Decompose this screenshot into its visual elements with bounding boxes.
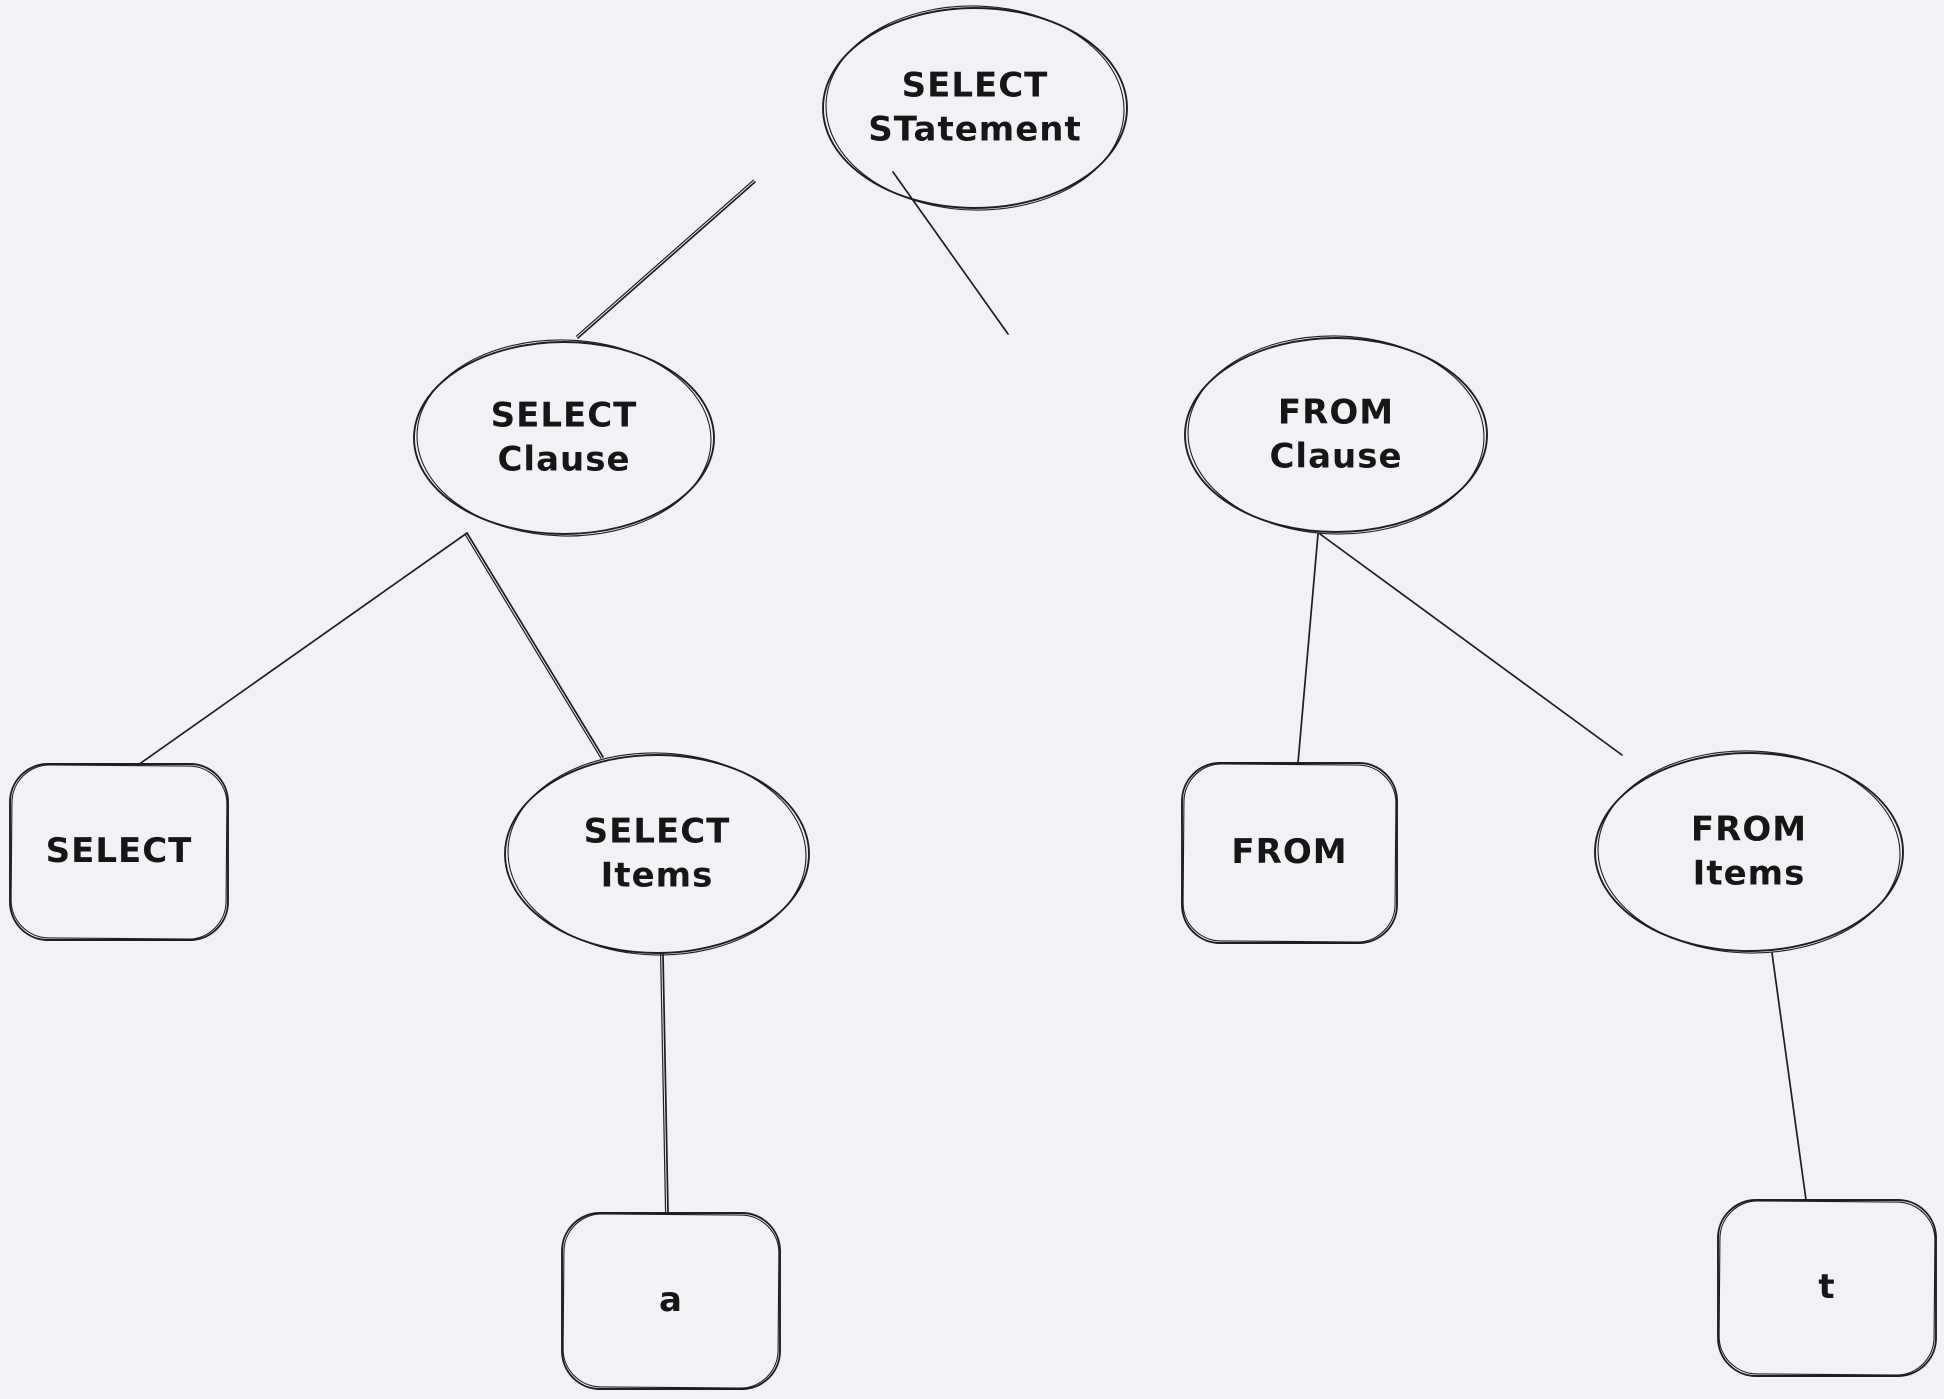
- node-shape-from-items: [1594, 750, 1904, 954]
- node-shape-select-clause: [413, 339, 715, 537]
- node-label-select-clause: SELECT Clause: [490, 395, 638, 479]
- node-shape-from-keyword: [1181, 762, 1398, 944]
- edge-from-clause-to-from-items: [1319, 533, 1623, 756]
- node-shape-select-statement: [822, 5, 1128, 211]
- edge-select-clause-to-select-keyword: [137, 532, 468, 766]
- edge-from-items-to-item-t: [1771, 952, 1807, 1201]
- node-label-item-t: t: [1818, 1267, 1836, 1308]
- edge-select-items-to-item-a: [660, 952, 669, 1214]
- node-label-from-clause: FROM Clause: [1269, 392, 1403, 476]
- node-shape-item-t: [1717, 1199, 1937, 1377]
- edge-select-statement-to-from-clause: [892, 171, 1009, 335]
- node-label-item-a: a: [659, 1280, 683, 1321]
- edge-select-clause-to-select-items: [464, 532, 604, 759]
- node-label-select-items: SELECT Items: [583, 811, 731, 895]
- edge-select-statement-to-select-clause: [575, 179, 756, 339]
- node-shape-from-clause: [1184, 335, 1488, 535]
- node-shape-select-items: [504, 752, 810, 956]
- node-shape-select-keyword: [9, 763, 229, 941]
- node-label-from-items: FROM Items: [1690, 809, 1808, 893]
- node-label-select-statement: SELECT STatement: [868, 65, 1082, 149]
- node-label-from-keyword: FROM: [1231, 832, 1348, 873]
- node-label-select-keyword: SELECT: [45, 831, 193, 872]
- edge-from-clause-to-from-keyword: [1297, 533, 1319, 764]
- node-shape-item-a: [561, 1212, 781, 1390]
